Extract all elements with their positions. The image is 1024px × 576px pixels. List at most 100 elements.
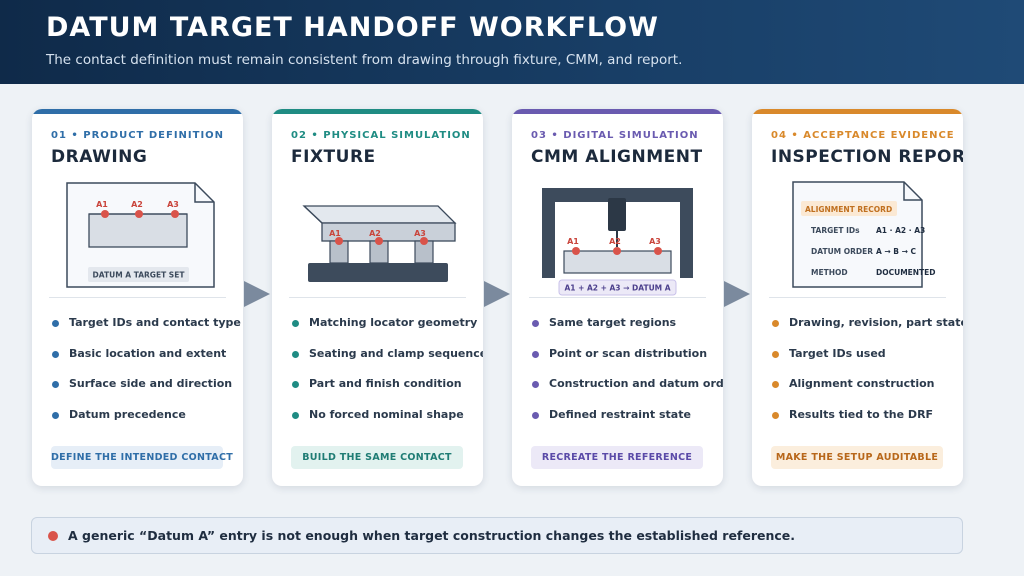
list-item: Same target regions bbox=[531, 316, 723, 347]
card-pill-cmm: RECREATE THE REFERENCE bbox=[531, 446, 703, 469]
target-point-a2 bbox=[135, 210, 143, 218]
list-item-text: Point or scan distribution bbox=[549, 346, 708, 360]
list-item-text: No forced nominal shape bbox=[309, 408, 464, 422]
target-label-a2: A2 bbox=[131, 200, 143, 209]
card-cmm-alignment: 03 • DIGITAL SIMULATION CMM ALIGNMENT A1… bbox=[512, 109, 723, 486]
card-step-label: 02 • PHYSICAL SIMULATION bbox=[291, 130, 471, 141]
bullet-dot bbox=[772, 320, 779, 327]
target-point-a3 bbox=[171, 210, 179, 218]
list-item: Datum precedence bbox=[51, 408, 241, 439]
record-row-label: TARGET IDs bbox=[811, 226, 860, 235]
list-item: Part and finish condition bbox=[291, 377, 483, 408]
target-label-a3: A3 bbox=[649, 237, 661, 246]
target-point-a3 bbox=[420, 237, 428, 245]
card-accent-bar bbox=[272, 109, 483, 114]
list-item: Results tied to the DRF bbox=[771, 408, 963, 439]
list-item: Alignment construction bbox=[771, 377, 963, 408]
flow-arrow-icon bbox=[244, 281, 270, 307]
bullet-list: Same target regions Point or scan distri… bbox=[531, 316, 723, 439]
bullet-dot bbox=[532, 412, 539, 420]
list-item: Surface side and direction bbox=[51, 377, 241, 408]
target-label-a1: A1 bbox=[567, 237, 579, 246]
record-row-value: A1 · A2 · A3 bbox=[876, 226, 925, 235]
card-title: CMM ALIGNMENT bbox=[531, 147, 703, 167]
card-accent-bar bbox=[512, 109, 723, 114]
page-subtitle: The contact definition must remain consi… bbox=[46, 52, 683, 68]
list-item-text: Target IDs and contact type bbox=[69, 316, 241, 329]
page-title: DATUM TARGET HANDOFF WORKFLOW bbox=[46, 12, 659, 43]
list-item-text: Seating and clamp sequence bbox=[309, 346, 483, 360]
bullet-dot bbox=[52, 320, 59, 327]
bullet-dot bbox=[532, 381, 539, 389]
target-label-a1: A1 bbox=[96, 200, 108, 209]
card-step-label: 01 • PRODUCT DEFINITION bbox=[51, 130, 225, 141]
list-item-text: Part and finish condition bbox=[309, 377, 462, 391]
bullet-list: Target IDs and contact type Basic locati… bbox=[51, 316, 241, 439]
warning-callout: A generic “Datum A” entry is not enough … bbox=[31, 517, 963, 554]
bullet-dot bbox=[52, 350, 59, 358]
list-item: Defined restraint state bbox=[531, 408, 723, 439]
list-item-text: Same target regions bbox=[549, 316, 677, 329]
cmm-illustration: A1 A2 A3 A1 + A2 + A3 → DATUM A bbox=[542, 188, 693, 296]
bullet-dot bbox=[772, 412, 779, 420]
card-title: DRAWING bbox=[51, 147, 148, 167]
target-point-a1 bbox=[335, 237, 343, 245]
card-accent-bar bbox=[32, 109, 243, 114]
list-item: Target IDs and contact type bbox=[51, 316, 241, 347]
list-item-text: Datum precedence bbox=[69, 408, 186, 422]
card-divider bbox=[49, 297, 226, 298]
fixture-illustration: A1 A2 A3 bbox=[302, 205, 457, 282]
warning-dot-icon bbox=[48, 531, 58, 541]
list-item-text: Results tied to the DRF bbox=[789, 408, 934, 422]
bullet-dot bbox=[292, 320, 299, 327]
list-item: Construction and datum order bbox=[531, 377, 723, 408]
card-divider bbox=[529, 297, 706, 298]
list-item: Basic location and extent bbox=[51, 347, 241, 378]
list-item: Point or scan distribution bbox=[531, 347, 723, 378]
drawing-sheet-illustration: A1 A2 A3 DATUM A TARGET SET bbox=[66, 182, 215, 288]
target-label-a2: A2 bbox=[369, 229, 381, 238]
card-divider bbox=[769, 297, 946, 298]
list-item-text: Basic location and extent bbox=[69, 346, 227, 360]
list-item-text: Alignment construction bbox=[789, 377, 935, 391]
list-item-text: Drawing, revision, part state bbox=[789, 316, 963, 329]
bullet-list: Matching locator geometry Seating and cl… bbox=[291, 316, 483, 439]
list-item: Seating and clamp sequence bbox=[291, 347, 483, 378]
bullet-dot bbox=[292, 381, 299, 389]
card-inspection-report: 04 • ACCEPTANCE EVIDENCE INSPECTION REPO… bbox=[752, 109, 963, 486]
bullet-dot bbox=[52, 381, 59, 389]
target-point-a2 bbox=[375, 237, 383, 245]
target-point-a1 bbox=[572, 247, 580, 255]
card-divider bbox=[289, 297, 466, 298]
flow-arrow-icon bbox=[484, 281, 510, 307]
flow-arrow-icon bbox=[724, 281, 750, 307]
card-fixture: 02 • PHYSICAL SIMULATION FIXTURE A1 A2 A… bbox=[272, 109, 483, 486]
card-pill-report: MAKE THE SETUP AUDITABLE bbox=[771, 446, 943, 469]
list-item-text: Defined restraint state bbox=[549, 408, 691, 422]
header-banner: DATUM TARGET HANDOFF WORKFLOW The contac… bbox=[0, 0, 1024, 84]
bullet-dot bbox=[292, 350, 299, 358]
card-accent-bar bbox=[752, 109, 963, 114]
report-document-illustration: ALIGNMENT RECORD TARGET IDs A1 · A2 · A3… bbox=[792, 181, 936, 288]
record-title: ALIGNMENT RECORD bbox=[805, 205, 892, 214]
list-item: Drawing, revision, part state bbox=[771, 316, 963, 347]
bullet-dot bbox=[532, 350, 539, 358]
bullet-dot bbox=[292, 412, 299, 420]
target-point-a1 bbox=[101, 210, 109, 218]
target-set-caption: DATUM A TARGET SET bbox=[93, 271, 186, 280]
record-row-label: METHOD bbox=[811, 268, 848, 277]
bullet-dot bbox=[52, 412, 59, 420]
target-label-a3: A3 bbox=[414, 229, 426, 238]
datum-construction-caption: A1 + A2 + A3 → DATUM A bbox=[564, 284, 670, 293]
record-row-value: A → B → C bbox=[876, 247, 917, 256]
card-title: INSPECTION REPORT bbox=[771, 147, 963, 167]
card-step-label: 04 • ACCEPTANCE EVIDENCE bbox=[771, 130, 955, 141]
target-point-a3 bbox=[654, 247, 662, 255]
list-item-text: Target IDs used bbox=[789, 346, 886, 360]
bullet-dot bbox=[532, 320, 539, 327]
target-label-a1: A1 bbox=[329, 229, 341, 238]
callout-text: A generic “Datum A” entry is not enough … bbox=[68, 528, 796, 543]
target-point-a2 bbox=[613, 247, 621, 255]
bullet-dot bbox=[772, 381, 779, 389]
list-item: Target IDs used bbox=[771, 347, 963, 378]
